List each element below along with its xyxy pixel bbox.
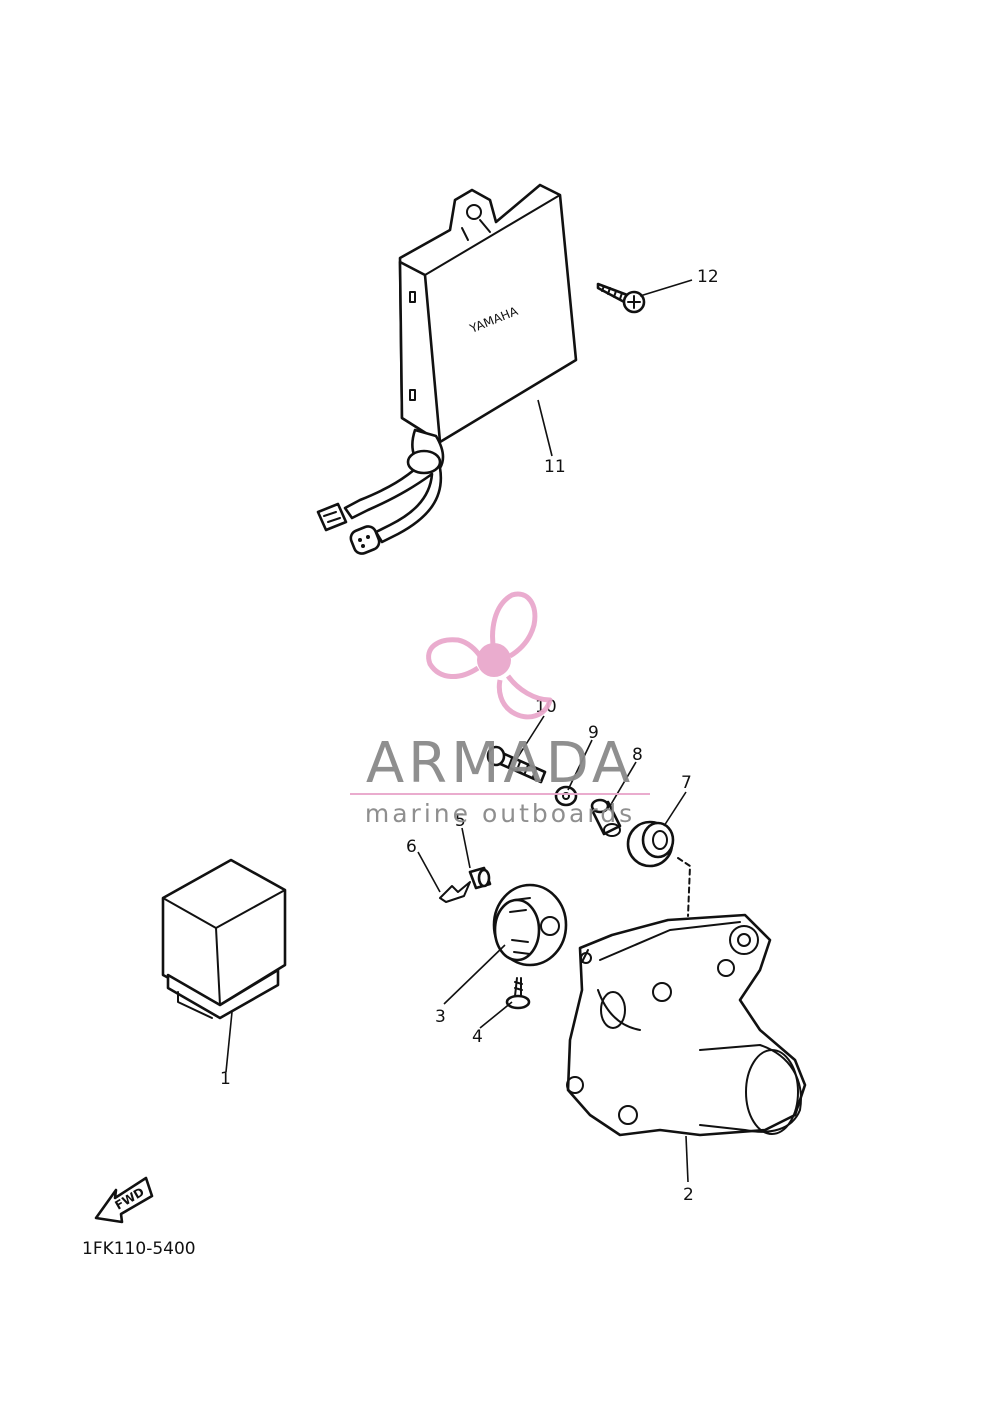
- pin-5: [468, 866, 492, 890]
- callout-2: 2: [683, 1185, 694, 1205]
- callout-labels: 1 2 3 4 5 6 7 8 9 10 11 12: [220, 267, 719, 1205]
- clip-6: [439, 881, 471, 903]
- callout-3: 3: [435, 1007, 446, 1027]
- callout-5: 5: [455, 811, 466, 831]
- grommet-7: [626, 820, 675, 868]
- callout-9: 9: [588, 723, 599, 743]
- cdi-unit: YAMAHA: [316, 183, 578, 555]
- callout-8: 8: [632, 745, 643, 765]
- washer-9: [554, 785, 578, 807]
- screw-12: [596, 282, 646, 314]
- part-code: 1FK110-5400: [82, 1239, 196, 1259]
- relay: [161, 858, 287, 1020]
- propeller-icon: [426, 591, 553, 720]
- watermark-title: ARMADA: [366, 731, 634, 796]
- watermark-subtitle: marine outboards: [365, 799, 635, 828]
- assembly-line: [677, 857, 691, 917]
- callout-6: 6: [406, 837, 417, 857]
- collar-8: [590, 798, 622, 837]
- screw-4: [505, 977, 531, 1010]
- callout-4: 4: [472, 1027, 483, 1047]
- housing: [566, 913, 807, 1137]
- fwd-arrow-icon: FWD: [94, 1176, 154, 1224]
- cam: [492, 883, 568, 967]
- callout-11: 11: [544, 457, 566, 477]
- leader-lines: [225, 279, 693, 1183]
- watermark: ARMADA marine outboards: [350, 591, 650, 828]
- callout-1: 1: [220, 1069, 231, 1089]
- bolt-10: [486, 745, 547, 784]
- propeller-hub: [477, 643, 511, 677]
- callout-7: 7: [681, 773, 692, 793]
- callout-12: 12: [697, 267, 719, 287]
